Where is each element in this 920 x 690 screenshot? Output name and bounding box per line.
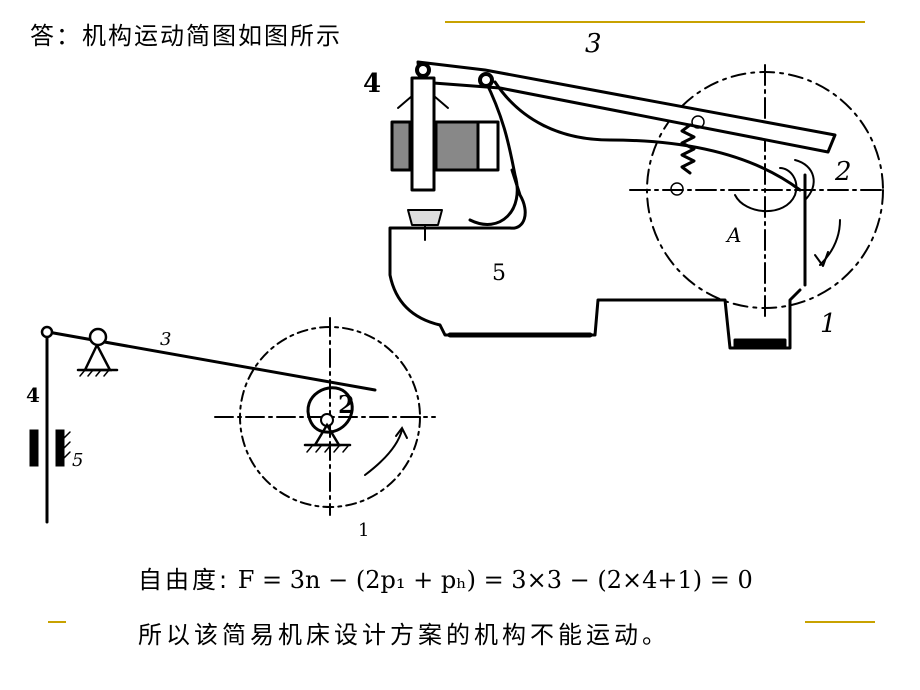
frame-5 xyxy=(388,168,802,350)
photo-label-3: 3 xyxy=(585,29,602,59)
top-right-accent-line xyxy=(445,21,865,23)
dof-formula: 自由度: F = 3n − (2p₁ + pₕ) = 3×3 − (2×4+1)… xyxy=(138,560,753,595)
answer-title: 答：机构运动简图如图所示 xyxy=(30,22,342,50)
schematic-label-5: 5 xyxy=(72,450,83,471)
schematic-label-3: 3 xyxy=(160,329,171,350)
schematic-cam xyxy=(306,386,354,434)
spring xyxy=(680,123,696,175)
formula-prefix: 自由度: xyxy=(138,566,231,594)
photo-label-2: 2 xyxy=(834,157,852,187)
photo-label-5: 5 xyxy=(492,261,506,286)
schematic-label-1: 1 xyxy=(358,520,369,541)
photo-label-A: A xyxy=(725,223,741,247)
conclusion-text: 所以该简易机床设计方案的机构不能运动。 xyxy=(138,621,670,649)
bottom-left-accent-line xyxy=(48,621,66,623)
photo-label-4: 4 xyxy=(363,69,381,99)
photo-label-1: 1 xyxy=(820,309,837,339)
schematic-label-2: 2 xyxy=(338,390,355,419)
formula-expression: F = 3n − (2p₁ + pₕ) = 3×3 − (2×4+1) = 0 xyxy=(237,566,753,594)
schematic-label-4: 4 xyxy=(26,383,40,407)
bottom-right-accent-line xyxy=(805,621,875,623)
